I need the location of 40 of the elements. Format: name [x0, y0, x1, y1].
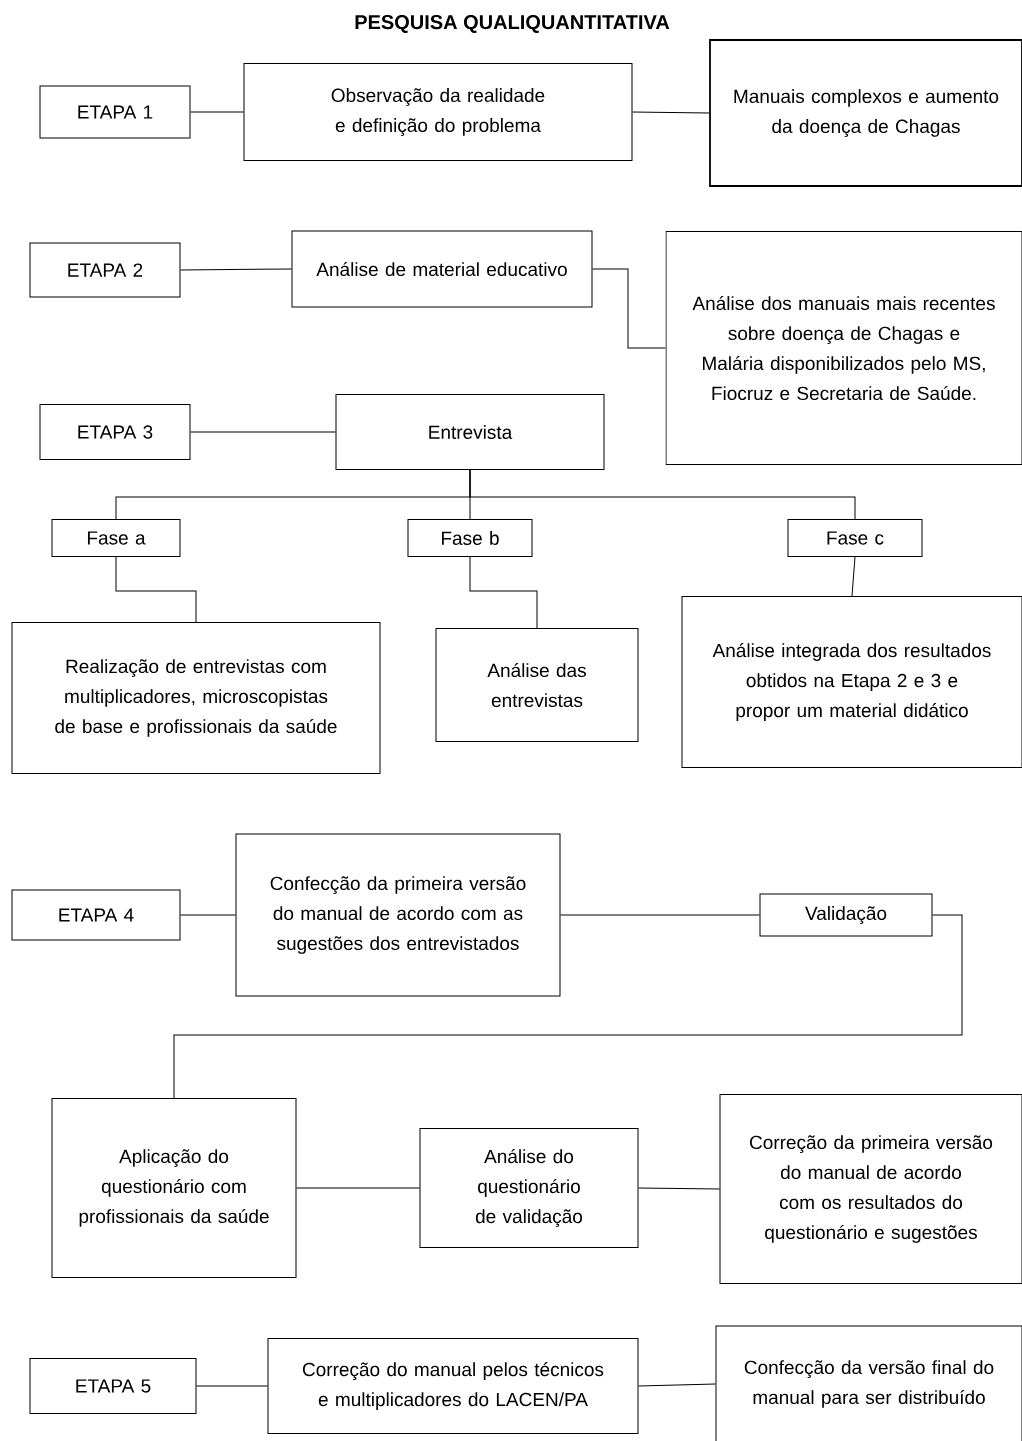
- connector-line: [115, 556, 197, 623]
- connector-line: [180, 268, 292, 271]
- connector-line: [469, 556, 538, 629]
- result-box: Manuais complexos e aumento da doença de Chagas: [709, 39, 1022, 187]
- process-box: Realização de entrevistas com multiplicadores, microscopistas de base e profissionais da saúde: [11, 622, 381, 774]
- connector-line: [632, 111, 710, 114]
- connector-line: [592, 268, 666, 349]
- connector-line: [469, 469, 856, 520]
- phase-box: Fase c: [787, 519, 923, 557]
- connector-line: [638, 1187, 720, 1190]
- connector-line: [638, 1383, 716, 1387]
- connector-line: [851, 556, 856, 597]
- stage-box: ETAPA 4: [11, 889, 181, 941]
- process-box: Análise das entrevistas: [435, 628, 639, 742]
- phase-box: Fase b: [407, 519, 533, 557]
- process-box: Aplicação do questionário com profissionais da saúde: [51, 1098, 297, 1278]
- process-box: Observação da realidade e definição do problema: [243, 63, 633, 161]
- connector-line: [560, 914, 760, 916]
- title: PESQUISA QUALIQUANTITATIVA: [355, 15, 670, 33]
- process-box: Correção da primeira versão do manual de acordo com os resultados do questionário e sugestões: [719, 1094, 1022, 1284]
- stage-box: ETAPA 2: [29, 242, 181, 298]
- stage-box: ETAPA 3: [39, 404, 191, 460]
- process-box: Análise integrada dos resultados obtidos na Etapa 2 e 3 e propor um material didático: [681, 596, 1022, 768]
- process-box: Análise do questionário de validação: [419, 1128, 639, 1248]
- phase-box: Fase a: [51, 519, 181, 557]
- connector-line: [173, 914, 963, 1099]
- connector-line: [190, 431, 336, 433]
- result-box: Análise dos manuais mais recentes sobre doença de Chagas e Malária disponibilizados pelo MS, Fiocruz e Secretaria de Saúde.: [665, 231, 1022, 465]
- connector-line: [296, 1187, 420, 1189]
- process-box: Análise de material educativo: [291, 230, 593, 308]
- stage-box: ETAPA 1: [39, 85, 191, 139]
- connector-line: [190, 111, 244, 113]
- process-box: Correção do manual pelos técnicos e multiplicadores do LACEN/PA: [267, 1338, 639, 1434]
- connector-line: [196, 1385, 268, 1387]
- process-box: Confecção da versão final do manual para ser distribuído: [715, 1325, 1022, 1441]
- stage-box: ETAPA 5: [29, 1358, 197, 1414]
- process-box: Confecção da primeira versão do manual de acordo com as sugestões dos entrevistados: [235, 833, 561, 997]
- connector-line: [180, 914, 236, 916]
- process-box: Validação: [759, 893, 933, 937]
- process-box: Entrevista: [335, 394, 605, 470]
